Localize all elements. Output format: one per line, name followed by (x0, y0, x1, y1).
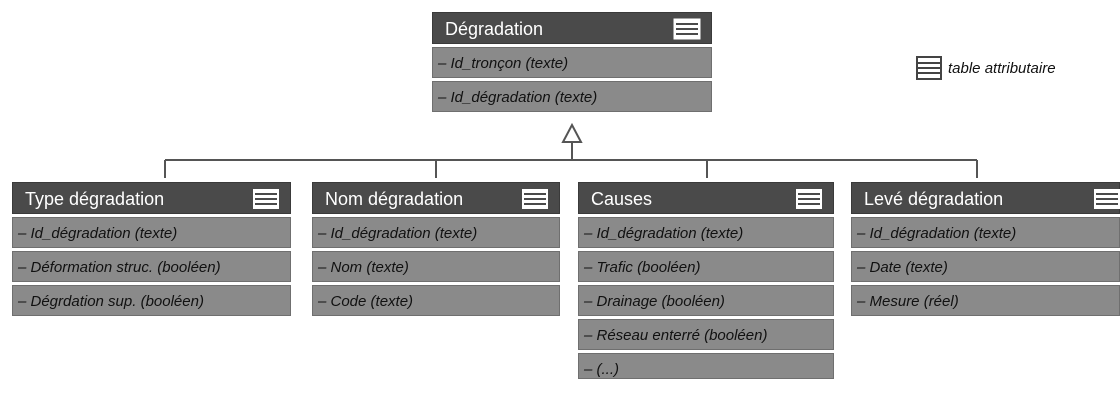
entity-title: Dégradation (445, 19, 544, 39)
table-icon (253, 189, 279, 209)
entity-header: Nom dégradation (312, 182, 560, 214)
entity-title: Nom dégradation (325, 189, 464, 209)
attribute-row: – Id_dégradation (texte) (851, 217, 1120, 248)
attribute-row: – Id_tronçon (texte) (432, 47, 712, 78)
entity-header: Type dégradation (12, 182, 291, 214)
entity-leve-degradation: Levé dégradation – Id_dégradation (texte… (851, 182, 1120, 316)
attribute-row: – Id_dégradation (texte) (432, 81, 712, 112)
entity-degradation: Dégradation – Id_tronçon (texte) – Id_dé… (432, 12, 712, 112)
entity-nom-degradation: Nom dégradation – Id_dégradation (texte)… (312, 182, 560, 316)
attribute-row: – Mesure (réel) (851, 285, 1120, 316)
entity-title: Levé dégradation (864, 189, 1004, 209)
entity-type-degradation: Type dégradation – Id_dégradation (texte… (12, 182, 291, 316)
attribute-row: – Dégrdation sup. (booléen) (12, 285, 291, 316)
attribute-row: – Id_dégradation (texte) (578, 217, 834, 248)
table-icon (522, 189, 548, 209)
table-icon (916, 56, 942, 80)
attribute-row: – Code (texte) (312, 285, 560, 316)
entity-title: Causes (591, 189, 653, 209)
legend: table attributaire (916, 54, 1056, 82)
table-icon (1094, 189, 1120, 209)
entity-causes: Causes – Id_dégradation (texte) – Trafic… (578, 182, 834, 379)
attribute-row: – Réseau enterré (booléen) (578, 319, 834, 350)
attribute-row: – (...) (578, 353, 834, 379)
entity-title: Type dégradation (25, 189, 165, 209)
attribute-row: – Nom (texte) (312, 251, 560, 282)
attribute-row: – Id_dégradation (texte) (12, 217, 291, 248)
attribute-row: – Id_dégradation (texte) (312, 217, 560, 248)
table-icon (796, 189, 822, 209)
entity-header: Levé dégradation (851, 182, 1120, 214)
entity-header: Causes (578, 182, 834, 214)
attribute-row: – Drainage (booléen) (578, 285, 834, 316)
inheritance-triangle (561, 122, 583, 143)
attribute-row: – Déformation struc. (booléen) (12, 251, 291, 282)
attribute-row: – Date (texte) (851, 251, 1120, 282)
table-icon (673, 18, 701, 40)
attribute-row: – Trafic (booléen) (578, 251, 834, 282)
entity-header: Dégradation (432, 12, 712, 44)
legend-label: table attributaire (948, 59, 1056, 77)
